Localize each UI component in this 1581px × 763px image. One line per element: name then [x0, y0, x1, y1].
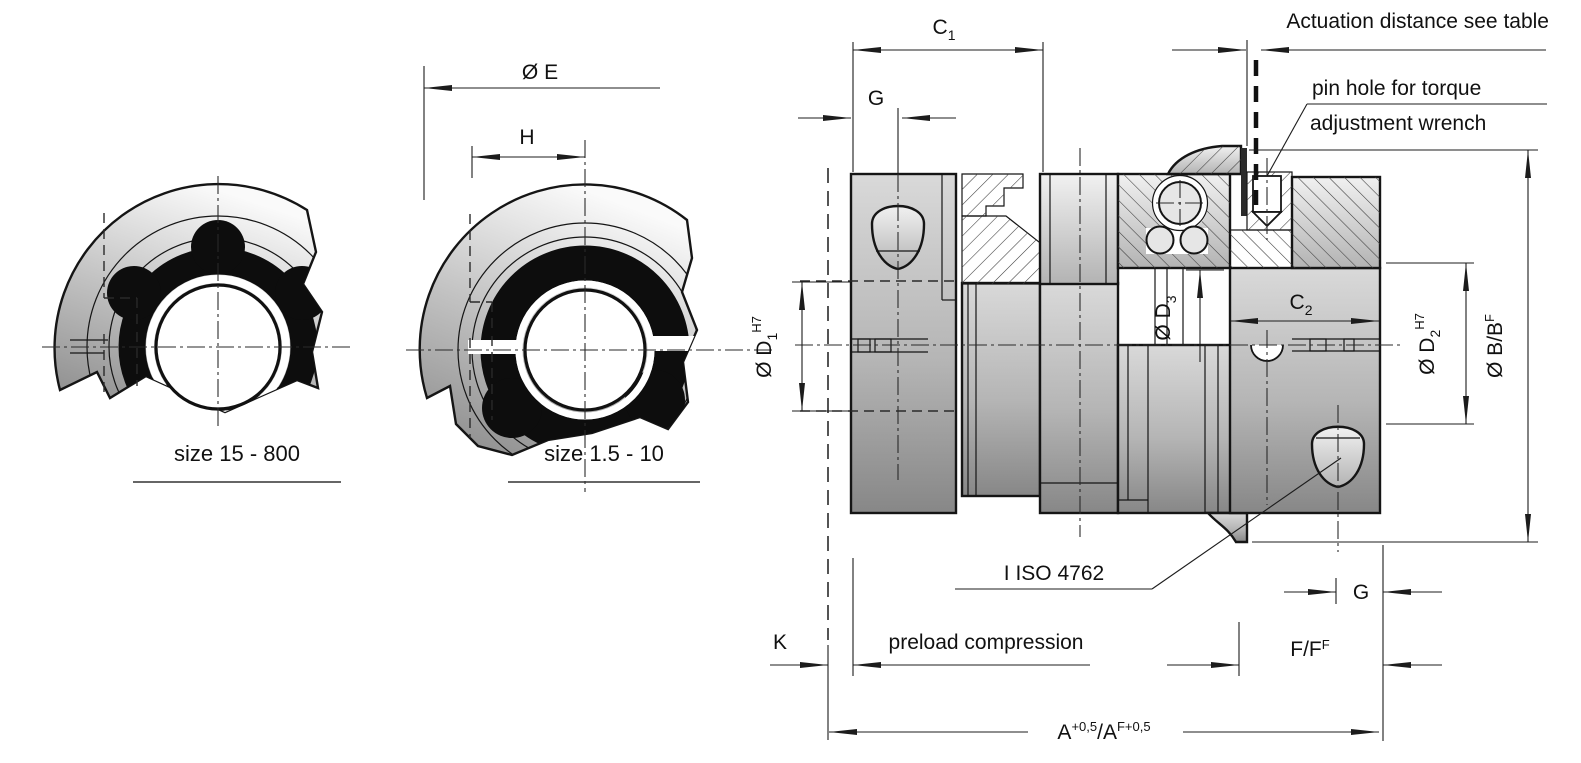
spring-ring-body	[1038, 281, 1120, 515]
dim-c2: C2	[1230, 291, 1379, 324]
cone-tab-hatch	[962, 174, 1023, 216]
dim-g-bottom: G	[1284, 578, 1442, 604]
dim-k-label: K	[773, 631, 787, 654]
spring-wall	[1241, 148, 1247, 216]
flange-lip-bottom	[1205, 511, 1249, 544]
dim-a-label: A+0,5/AF+0,5	[1057, 719, 1150, 744]
bearing-race	[1151, 174, 1209, 232]
dim-actuation: Actuation distance see table	[1172, 10, 1549, 205]
leader-line	[1151, 457, 1342, 590]
dim-g-top: G	[798, 87, 956, 174]
iso-callout: I ISO 4762	[955, 457, 1342, 590]
output-block-mid-hatch	[1230, 230, 1292, 268]
dim-c1-label: C1	[933, 16, 956, 43]
view-large-caption: size 15 - 800	[174, 441, 300, 466]
dim-d1: Ø D1H7	[749, 281, 851, 412]
view-small-caption: size 1.5 - 10	[544, 441, 664, 466]
actuation-label: Actuation distance see table	[1286, 10, 1549, 33]
pin-hole-label-line1: pin hole for torque	[1312, 77, 1481, 100]
preload-label: preload compression	[889, 631, 1084, 654]
dim-a: A+0,5/AF+0,5	[829, 719, 1379, 744]
bearing-ball	[1179, 225, 1209, 255]
dim-g-top-label: G	[868, 87, 884, 110]
output-sleeve-body	[1116, 343, 1242, 515]
dim-bottom-row: K preload compression F/FF	[770, 545, 1442, 741]
dim-e: Ø E	[423, 61, 660, 200]
detent-ball	[107, 266, 161, 320]
front-view-small: size 1.5 - 10	[406, 140, 776, 492]
dim-d3-label: Ø D3	[1152, 295, 1179, 340]
dim-h-label: H	[519, 126, 534, 149]
ball-bearing	[1145, 174, 1209, 255]
dim-e-label: Ø E	[522, 61, 558, 84]
leader-line	[1266, 103, 1308, 177]
pin-hole-label-line2: adjustment wrench	[1310, 112, 1486, 135]
dim-d2: Ø D2H7	[1386, 262, 1474, 425]
iso-label: I ISO 4762	[1004, 562, 1104, 585]
dim-g-bottom-label: G	[1353, 581, 1369, 604]
dim-d1-label: Ø D1H7	[749, 316, 780, 378]
dim-f-label: F/FF	[1290, 637, 1330, 661]
dim-d3: Ø D3	[1152, 269, 1224, 362]
detent-ball	[275, 266, 323, 320]
band-split-gap	[653, 336, 697, 351]
dim-c1: C1	[852, 16, 1044, 172]
hidden-hub-profile	[103, 213, 138, 392]
bearing-ball	[1145, 225, 1175, 255]
dim-c2-label: C2	[1290, 291, 1313, 318]
detent-ball	[482, 378, 542, 438]
pin-hole-callout: pin hole for torque adjustment wrench	[1266, 77, 1547, 177]
section-view	[795, 144, 1400, 640]
dim-b: Ø B/BF	[1249, 149, 1538, 543]
dim-d2-label: Ø D2H7	[1412, 313, 1443, 375]
spring-ring-top	[1038, 172, 1120, 286]
dim-h: H	[471, 126, 585, 178]
output-block-right-hatch	[1292, 177, 1380, 268]
hidden-hub-profile	[469, 214, 493, 438]
front-view-large: size 15 - 800	[42, 176, 352, 483]
flange-lip-hatch	[1168, 146, 1241, 174]
band-split-gap	[468, 340, 520, 354]
cone-sleeve-body	[960, 281, 1042, 498]
dim-b-label: Ø B/BF	[1482, 314, 1507, 378]
